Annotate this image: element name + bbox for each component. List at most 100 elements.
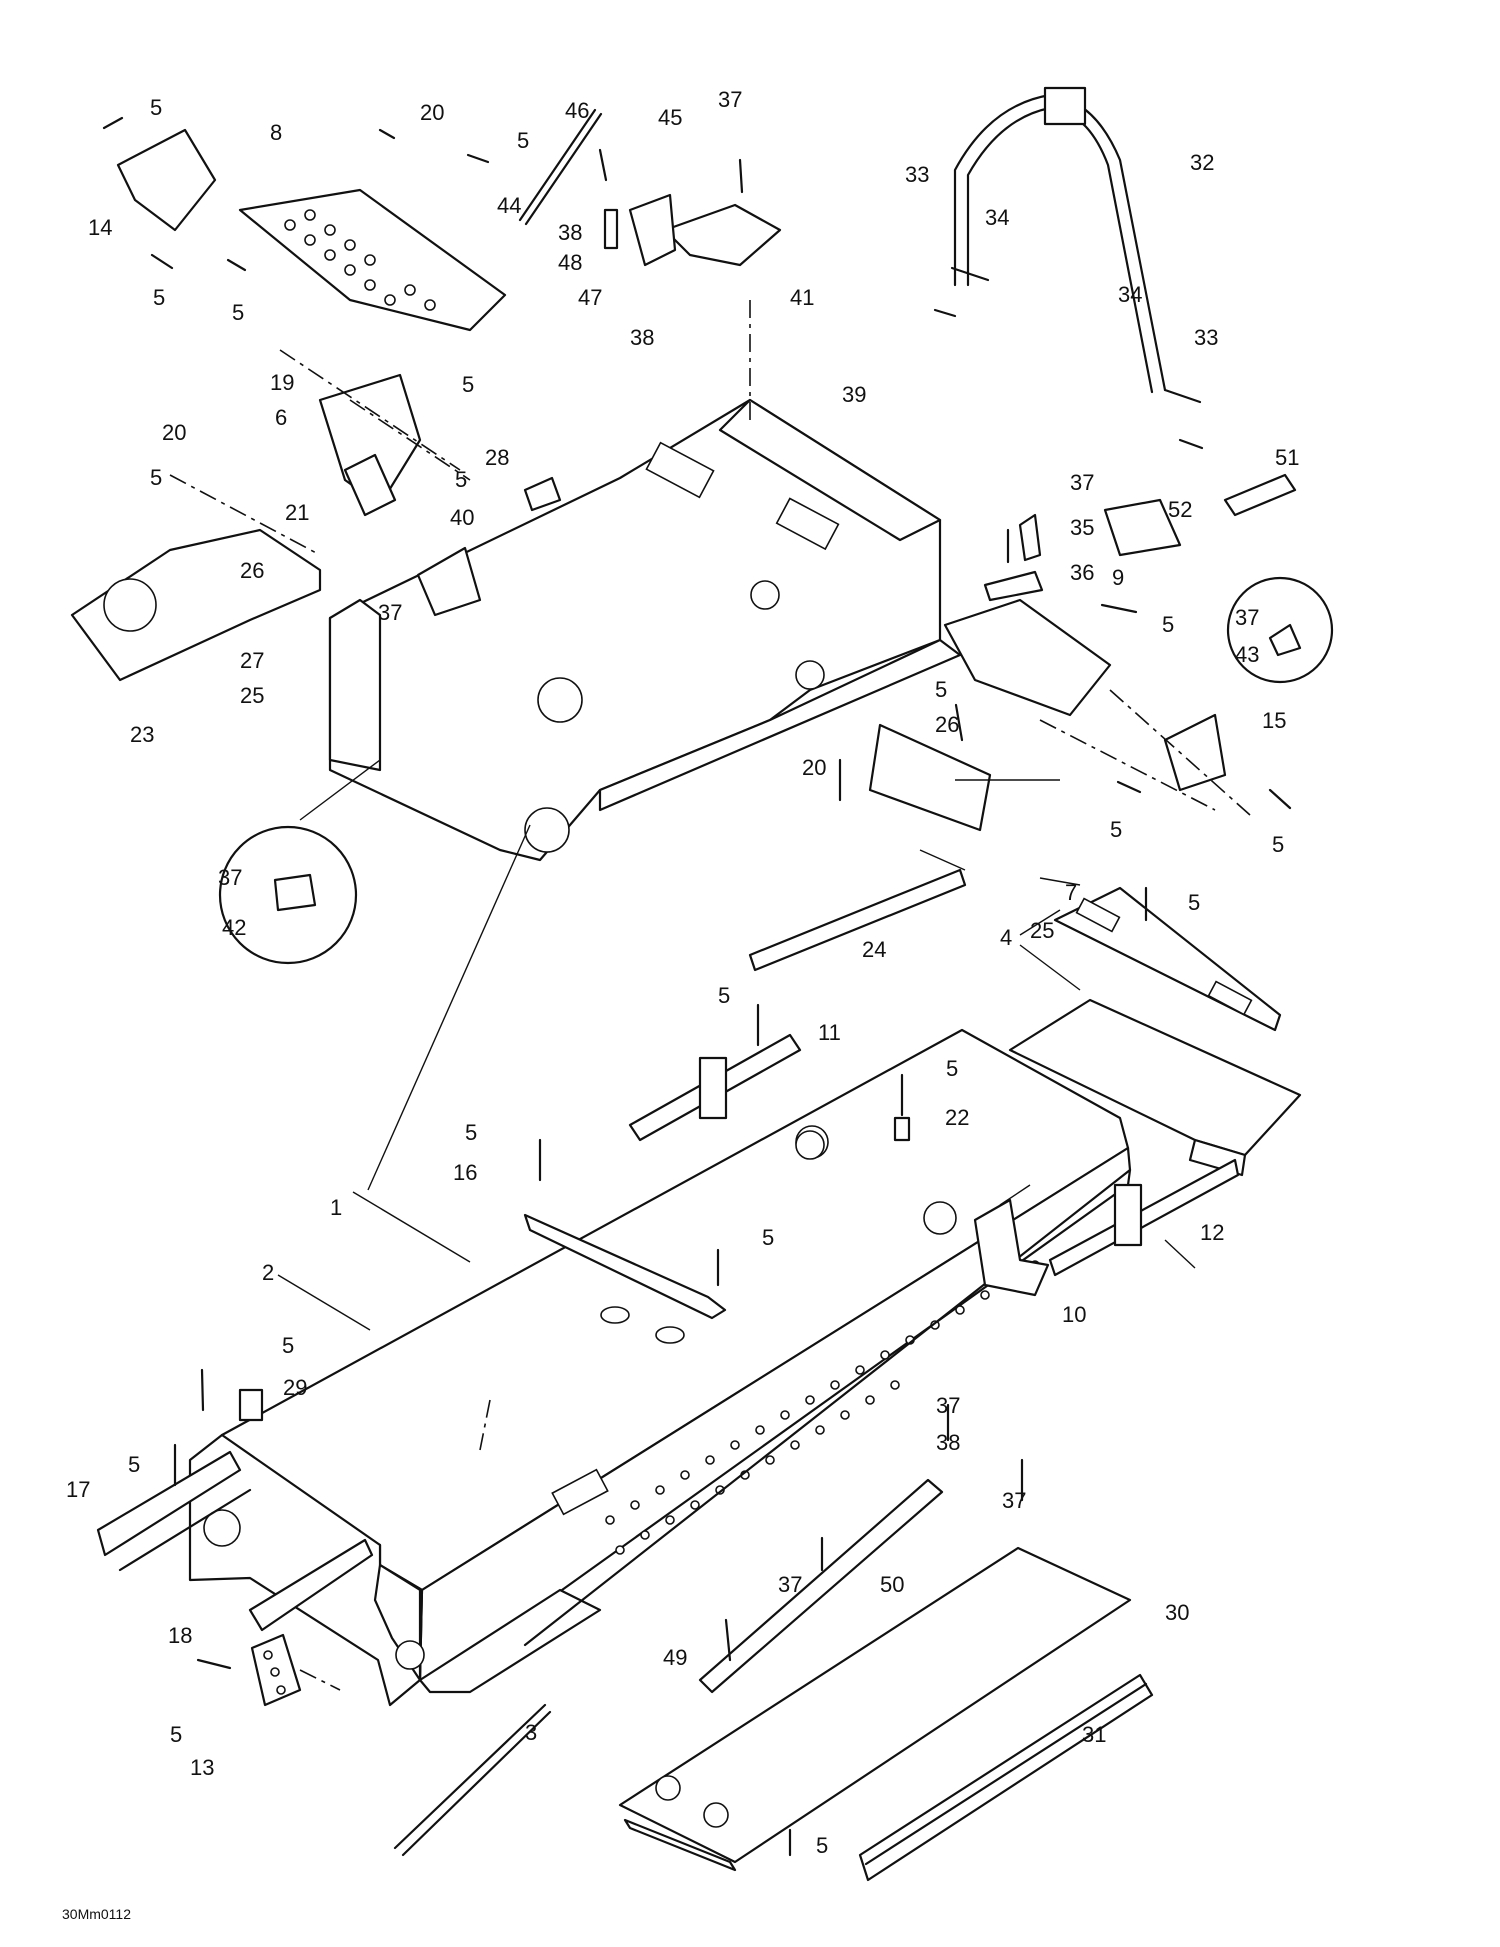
part-17-channel: [96, 1450, 242, 1557]
part-50-strip: [698, 1478, 944, 1694]
callout-38: 38: [936, 1430, 960, 1455]
part-8-perforations: [284, 209, 436, 311]
callout-5: 5: [128, 1452, 140, 1477]
callout-8: 8: [270, 120, 282, 145]
drawing-code: 30Mm0112: [62, 1906, 131, 1922]
part-16-bracket: [523, 1213, 727, 1320]
tunnel-assembly: [188, 1028, 1132, 1707]
callout-16: 16: [453, 1160, 477, 1185]
callout-5: 5: [517, 128, 529, 153]
callout-11: 11: [818, 1020, 841, 1045]
callout-35: 35: [1070, 515, 1094, 540]
callout-47: 47: [578, 285, 602, 310]
callout-33: 33: [905, 162, 929, 187]
callout-2: 2: [262, 1260, 274, 1285]
rear-plate-hole: [395, 1640, 425, 1670]
callout-5: 5: [816, 1833, 828, 1858]
callout-49: 49: [663, 1645, 687, 1670]
part-28-tab: [523, 476, 562, 512]
callout-28: 28: [485, 445, 509, 470]
deck-hole-right: [923, 1201, 957, 1235]
part-12-bracket: [1113, 1183, 1143, 1247]
cradle-hole-1: [537, 677, 583, 723]
callout-5: 5: [1188, 890, 1200, 915]
part-18-channel: [248, 1538, 374, 1632]
callout-37: 37: [1070, 470, 1094, 495]
callout-13: 13: [190, 1755, 214, 1780]
callout-5: 5: [150, 95, 162, 120]
callout-44: 44: [497, 193, 521, 218]
callout-25: 25: [240, 683, 264, 708]
part-10-bracket: [973, 1198, 1050, 1297]
callout-46: 46: [565, 98, 589, 123]
part-24-rail: [748, 868, 967, 972]
callout-12: 12: [1200, 1220, 1224, 1245]
callout-5: 5: [150, 465, 162, 490]
callout-19: 19: [270, 370, 294, 395]
detail-circle-43: [1226, 576, 1334, 684]
callout-5: 5: [153, 285, 165, 310]
callout-27: 27: [240, 648, 264, 673]
callout-26: 26: [240, 558, 264, 583]
part-22-post: [893, 1116, 911, 1142]
part-11-bracket: [698, 1056, 728, 1120]
callout-29: 29: [283, 1375, 307, 1400]
callout-5: 5: [455, 467, 467, 492]
callout-5: 5: [282, 1333, 294, 1358]
part-30-pad: [618, 1546, 1132, 1864]
part-3-rod: [393, 1703, 547, 1850]
part-7-support: [868, 723, 992, 832]
detail-circle-42: [218, 825, 358, 965]
part-35-clip: [1018, 513, 1042, 562]
part-42-plate: [273, 873, 317, 912]
callout-33: 33: [1194, 325, 1218, 350]
callout-22: 22: [945, 1105, 969, 1130]
part-52-bracket: [1103, 498, 1182, 557]
callout-20: 20: [802, 755, 826, 780]
callout-34: 34: [985, 205, 1009, 230]
callout-10: 10: [1062, 1302, 1086, 1327]
callout-1: 1: [330, 1195, 342, 1220]
callout-36: 36: [1070, 560, 1094, 585]
part-36-tab: [983, 570, 1044, 602]
callout-40: 40: [450, 505, 474, 530]
callout-43: 43: [1235, 642, 1259, 667]
callout-32: 32: [1190, 150, 1214, 175]
part-23-pan: [70, 528, 322, 682]
callout-42: 42: [222, 915, 246, 940]
part-40-bracket: [416, 546, 482, 617]
callout-37: 37: [778, 1572, 802, 1597]
fastener-icons: [102, 116, 1292, 1857]
callout-5: 5: [1272, 832, 1284, 857]
callout-5: 5: [935, 677, 947, 702]
callout-50: 50: [880, 1572, 904, 1597]
callout-9: 9: [1112, 565, 1124, 590]
leader-lines: [277, 759, 1196, 1331]
deck-slot: [600, 1306, 630, 1324]
callout-5: 5: [762, 1225, 774, 1250]
callout-7: 7: [1065, 880, 1077, 905]
callout-14: 14: [88, 215, 112, 240]
callout-31: 31: [1082, 1722, 1106, 1747]
callout-39: 39: [842, 382, 866, 407]
callout-37: 37: [1002, 1488, 1026, 1513]
callout-4: 4: [1000, 925, 1012, 950]
callout-5: 5: [718, 983, 730, 1008]
callout-5: 5: [1110, 817, 1122, 842]
engine-cradle: [328, 398, 962, 862]
part-4-rear-cover: [1008, 998, 1302, 1157]
callout-25: 25: [1030, 918, 1054, 943]
part-32-bar: [953, 93, 1167, 392]
callout-51: 51: [1275, 445, 1299, 470]
part-15-bracket: [1163, 713, 1227, 792]
callout-37: 37: [378, 600, 402, 625]
part-12-support: [1048, 1158, 1240, 1277]
callout-5: 5: [1162, 612, 1174, 637]
callout-5: 5: [462, 372, 474, 397]
deck-window: [551, 1468, 609, 1516]
callout-18: 18: [168, 1623, 192, 1648]
part-14-bracket: [116, 128, 217, 232]
callout-20: 20: [162, 420, 186, 445]
